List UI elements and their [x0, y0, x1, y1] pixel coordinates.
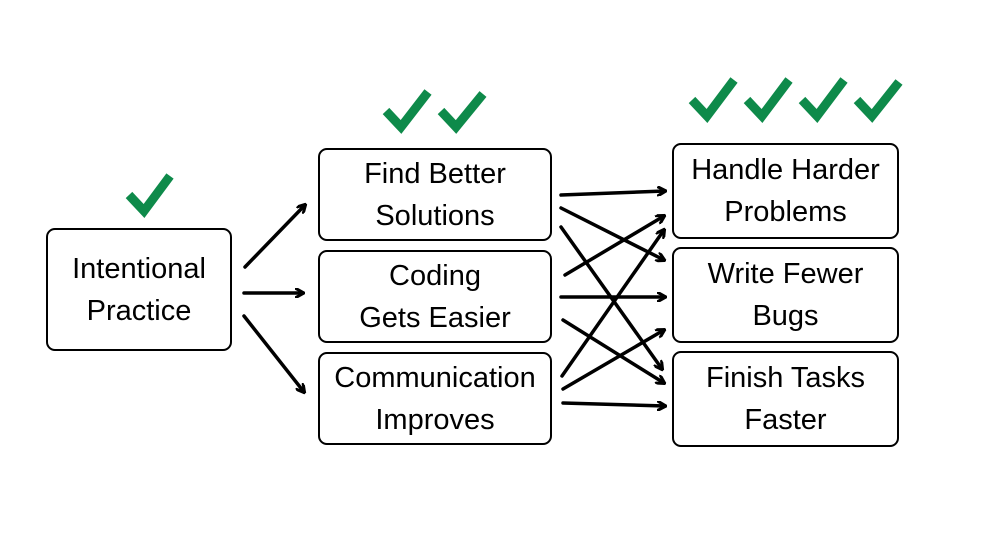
box-label-line1: Write Fewer — [707, 258, 864, 290]
checkmark-icon — [688, 77, 738, 123]
arrow-solutions-to-bugs — [559, 206, 664, 260]
arrow-practice-to-communication — [242, 314, 304, 392]
arrow-communication-to-harder — [560, 230, 664, 378]
box-label-line1: Coding — [389, 259, 481, 292]
box-intentional-practice: Intentional Practice — [46, 228, 232, 351]
box-communication-improves: Communication Improves — [318, 352, 552, 445]
box-find-better-solutions: Find Better Solutions — [318, 148, 552, 241]
box-label-line1: Communication — [334, 361, 536, 394]
arrow-solutions-to-harder — [559, 191, 665, 197]
arrow-coding-to-faster — [561, 318, 664, 383]
checkmark-icon — [798, 77, 848, 123]
checkmark-icon — [437, 91, 487, 134]
box-label-line1: Intentional — [72, 252, 206, 285]
box-label-line2: Gets Easier — [359, 301, 511, 334]
arrow-communication-to-faster — [561, 403, 665, 406]
checkmark-icon — [853, 79, 903, 123]
box-label-line2: Practice — [86, 294, 192, 327]
arrow-communication-to-bugs — [561, 330, 664, 391]
arrow-practice-to-solutions — [243, 205, 305, 269]
checkmark-icon — [743, 77, 793, 123]
box-label-line2: Solutions — [375, 199, 495, 232]
box-label-line1: Find Better — [364, 157, 506, 190]
box-write-fewer-bugs: Write Fewer Bugs — [672, 247, 899, 343]
box-label-line1: Finish Tasks — [705, 362, 866, 394]
box-label-line2: Faster — [744, 404, 827, 436]
box-coding-gets-easier: Coding Gets Easier — [318, 250, 552, 343]
arrow-coding-to-harder — [563, 216, 664, 277]
box-finish-tasks-faster: Finish Tasks Faster — [672, 351, 899, 447]
box-handle-harder-problems: Handle Harder Problems — [672, 143, 899, 239]
box-label-line2: Bugs — [752, 300, 819, 332]
box-label-line2: Improves — [375, 403, 495, 436]
box-label-line1: Handle Harder — [691, 154, 880, 186]
box-label-line2: Problems — [724, 196, 847, 228]
checkmark-icon — [382, 89, 432, 134]
checkmark-icon — [125, 173, 174, 219]
